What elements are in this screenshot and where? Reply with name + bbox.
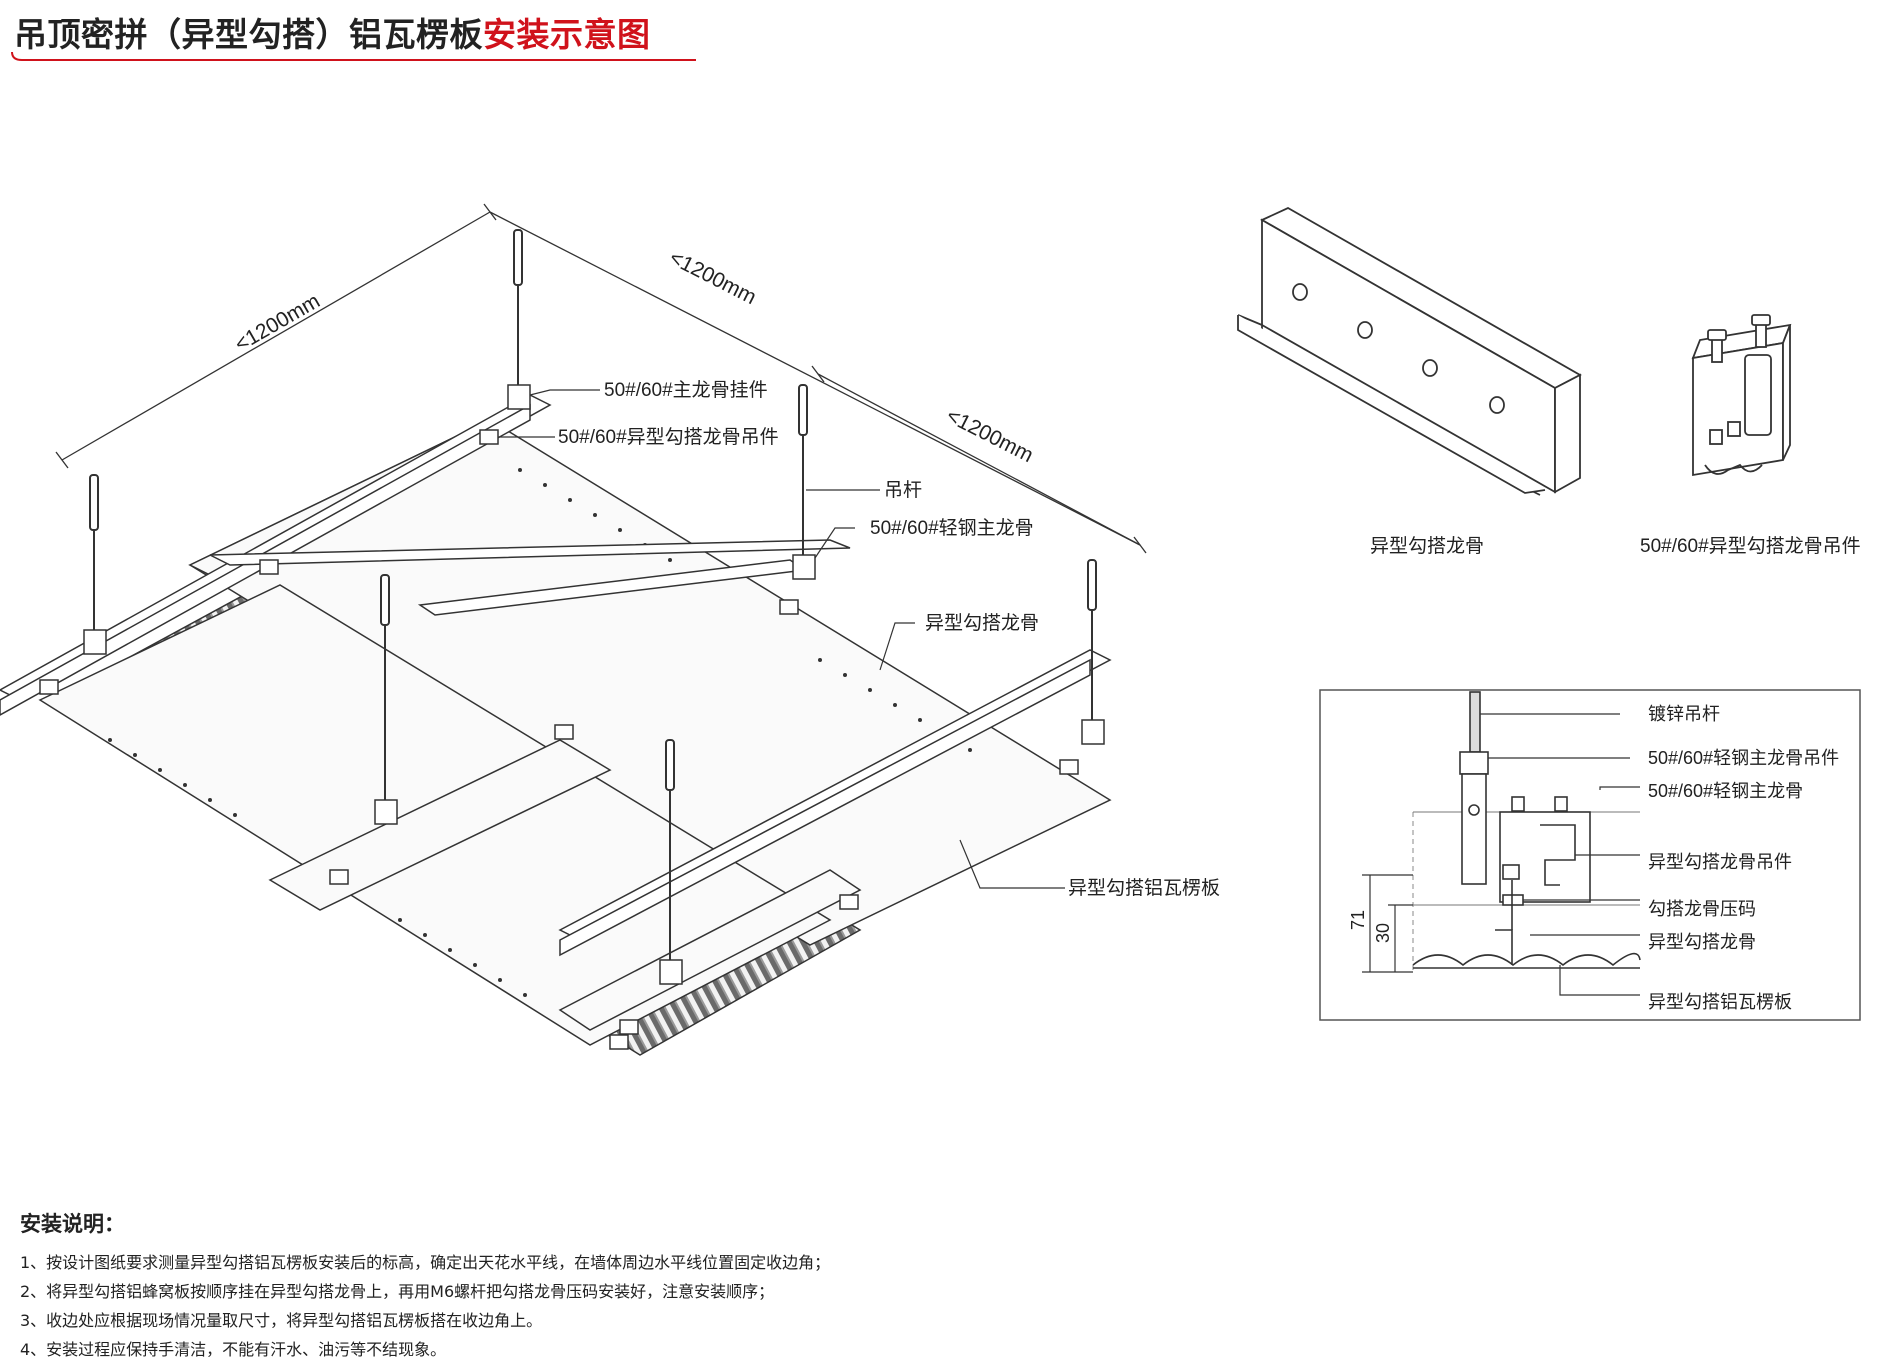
- installation-notes: 安装说明： 1、按设计图纸要求测量异型勾搭铝瓦楞板安装后的标高，确定出天花水平线…: [20, 1208, 1120, 1364]
- notes-title: 安装说明：: [20, 1212, 125, 1236]
- dim-right: <1200mm: [943, 404, 1037, 467]
- note-item: 2、将异型勾搭铝蜂窝板按顺序挂在异型勾搭龙骨上，再用M6螺杆把勾搭龙骨压码安装好…: [20, 1282, 775, 1301]
- section-detail: 镀锌吊杆 50#/60#轻钢主龙骨吊件 50#/60#轻钢主龙骨 异型勾搭龙骨吊…: [1319, 689, 1861, 1021]
- label-hook-keel: 异型勾搭龙骨: [925, 612, 1039, 634]
- section-leaders: [1480, 713, 1640, 996]
- title-prefix: 吊顶密拼（异型勾搭）铝瓦楞板: [14, 15, 483, 54]
- label-rod: 吊杆: [884, 479, 922, 501]
- hook-hanger-part: [1691, 314, 1792, 477]
- section-label-6: 异型勾搭龙骨: [1648, 932, 1756, 952]
- title-underline: [11, 52, 696, 61]
- label-panel: 异型勾搭铝瓦楞板: [1068, 877, 1220, 899]
- section-label-5: 勾搭龙骨压码: [1648, 899, 1756, 919]
- label-main-keel: 50#/60#轻钢主龙骨: [870, 517, 1034, 539]
- label-hook-hanger: 50#/60#异型勾搭龙骨吊件: [558, 426, 779, 448]
- page-title: 吊顶密拼（异型勾搭）铝瓦楞板安装示意图: [14, 8, 651, 56]
- dim-mid: <1200mm: [666, 246, 760, 309]
- caption-hook-keel: 异型勾搭龙骨: [1370, 535, 1484, 557]
- hanger-clips: [39, 384, 1105, 1050]
- note-item: 4、安装过程应保持手清洁，不能有汗水、油污等不结现象。: [20, 1340, 447, 1359]
- section-label-1: 镀锌吊杆: [1648, 704, 1720, 724]
- title-suffix: 安装示意图: [483, 15, 651, 54]
- section-label-7: 异型勾搭铝瓦楞板: [1648, 992, 1792, 1012]
- dim-71: 71: [1348, 910, 1368, 930]
- section-parts: [1412, 691, 1641, 969]
- dimension-lines: [55, 203, 1147, 554]
- hook-keel-part: [1237, 206, 1582, 496]
- dim-30: 30: [1373, 923, 1393, 943]
- section-label-4: 异型勾搭龙骨吊件: [1648, 852, 1792, 872]
- section-label-2: 50#/60#轻钢主龙骨吊件: [1648, 748, 1839, 768]
- iso-assembly: <1200mm <1200mm <1200mm 50#/60#主龙骨挂件 50#…: [0, 203, 1220, 1056]
- leader-lines: [498, 389, 1065, 889]
- label-main-hanger: 50#/60#主龙骨挂件: [604, 379, 768, 401]
- section-dimensions: [1362, 874, 1413, 973]
- note-item: 3、收边处应根据现场情况量取尺寸，将异型勾搭铝瓦楞板搭在收边角上。: [20, 1311, 543, 1330]
- dim-left: <1200mm: [231, 289, 324, 356]
- caption-hook-hanger: 50#/60#异型勾搭龙骨吊件: [1640, 535, 1861, 557]
- note-item: 1、按设计图纸要求测量异型勾搭铝瓦楞板安装后的标高，确定出天花水平线，在墙体周边…: [20, 1253, 831, 1272]
- hanger-rods: [89, 229, 1097, 960]
- section-label-3: 50#/60#轻钢主龙骨: [1648, 781, 1803, 801]
